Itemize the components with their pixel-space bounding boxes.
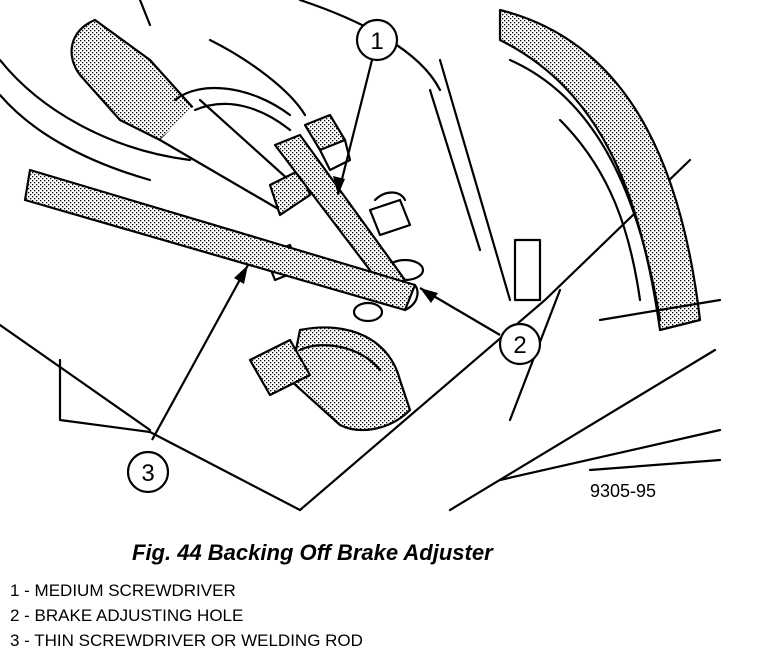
callout-3-arrowhead [234, 265, 248, 284]
medium-screwdriver [70, 18, 407, 292]
hub-boss [248, 326, 412, 432]
callout-2-number: 2 [513, 332, 526, 359]
legend-item-1: 1 - MEDIUM SCREWDRIVER [10, 581, 236, 600]
legend: 1 - MEDIUM SCREWDRIVER 2 - BRAKE ADJUSTI… [10, 578, 363, 653]
brake-adjuster-illustration: 1 2 3 9305-95 [0, 0, 722, 512]
callout-1: 1 [355, 18, 399, 62]
callout-1-leader [336, 59, 374, 196]
brake-drum [498, 8, 722, 332]
wheel-stud-middle [368, 191, 412, 237]
callout-2: 2 [498, 322, 542, 366]
callout-3-number: 3 [141, 460, 154, 487]
figure-caption: Fig. 44 Backing Off Brake Adjuster [132, 540, 493, 565]
legend-item-2: 2 - BRAKE ADJUSTING HOLE [10, 606, 244, 625]
thin-screwdriver-rod [23, 168, 419, 312]
callout-3-leader [151, 264, 249, 441]
callout-1-arrowhead [333, 176, 345, 195]
wheel-stud-upper [303, 113, 352, 172]
callout-3: 3 [126, 450, 170, 494]
figure-id: 9305-95 [590, 481, 656, 501]
legend-item-3: 3 - THIN SCREWDRIVER OR WELDING ROD [10, 631, 363, 650]
callout-2-arrowhead [420, 288, 438, 303]
callout-1-number: 1 [370, 28, 383, 55]
